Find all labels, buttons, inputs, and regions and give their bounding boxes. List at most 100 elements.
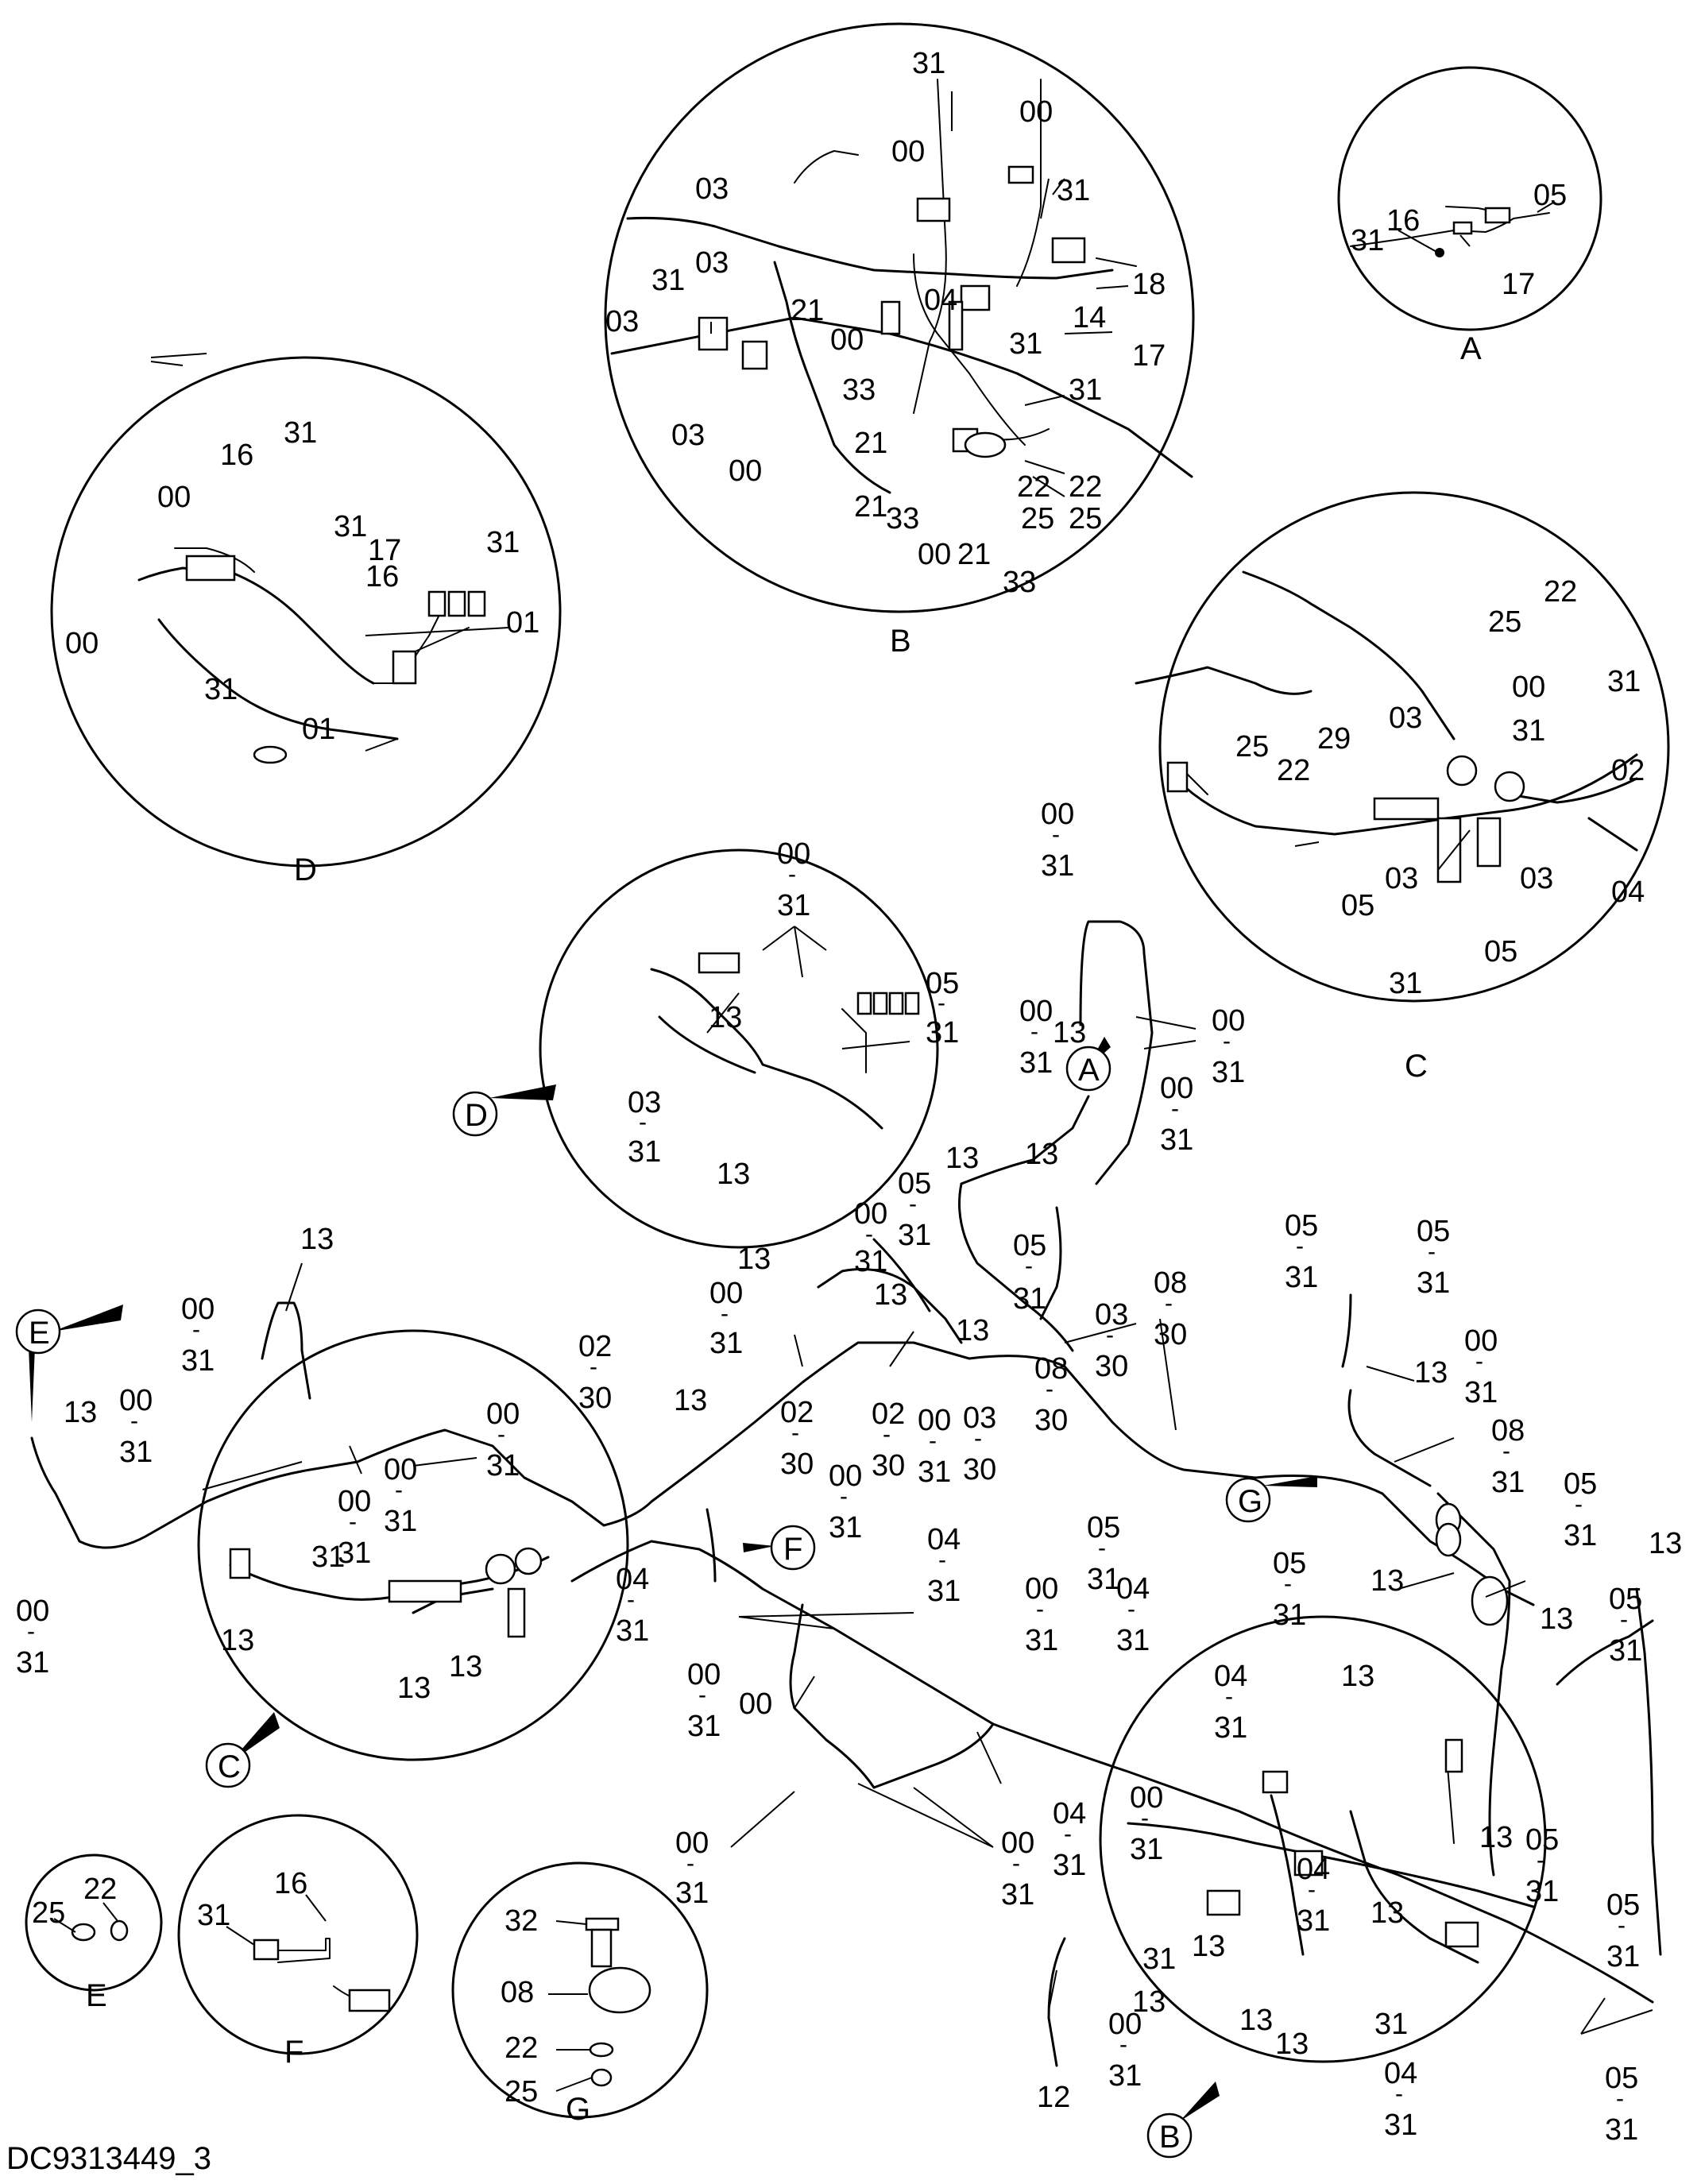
- svg-text:00: 00: [384, 1453, 417, 1486]
- svg-text:31: 31: [1057, 174, 1090, 207]
- svg-text:03: 03: [671, 419, 705, 452]
- svg-text:-: -: [130, 1408, 138, 1434]
- svg-text:-: -: [1141, 1805, 1149, 1831]
- svg-text:04: 04: [1116, 1572, 1150, 1606]
- svg-text:00: 00: [829, 1459, 862, 1493]
- svg-text:A: A: [1460, 331, 1482, 366]
- svg-text:03: 03: [628, 1086, 661, 1119]
- svg-text:04: 04: [924, 284, 957, 317]
- callout-marker-g: G: [1225, 1476, 1317, 1523]
- svg-text:-: -: [1064, 1821, 1072, 1847]
- svg-text:05: 05: [1564, 1467, 1597, 1501]
- svg-text:E: E: [29, 1316, 50, 1351]
- svg-text:-: -: [1223, 1028, 1231, 1054]
- svg-text:00: 00: [1041, 798, 1074, 831]
- detail-c-labels: 22 25 00 31 31 03 29 25 22 02 03 04 05 0…: [1235, 575, 1645, 1000]
- svg-text:G: G: [1238, 1484, 1262, 1519]
- svg-text:31: 31: [927, 1575, 961, 1608]
- svg-text:-: -: [1036, 1596, 1044, 1622]
- svg-text:02: 02: [578, 1330, 612, 1363]
- svg-text:00: 00: [1212, 1004, 1245, 1038]
- svg-text:-: -: [627, 1587, 635, 1613]
- detail-circle-main-d: [539, 848, 939, 1249]
- svg-text:-: -: [1575, 1491, 1583, 1517]
- svg-text:16: 16: [274, 1867, 307, 1900]
- svg-text:05: 05: [1013, 1229, 1046, 1262]
- svg-text:05: 05: [1609, 1583, 1642, 1616]
- svg-text:03: 03: [1389, 702, 1422, 735]
- svg-text:31: 31: [1285, 1261, 1318, 1294]
- svg-text:31: 31: [1512, 714, 1545, 748]
- svg-text:F: F: [284, 2035, 303, 2070]
- svg-text:04: 04: [1053, 1797, 1086, 1830]
- svg-text:-: -: [1025, 1253, 1033, 1279]
- svg-text:-: -: [1537, 1847, 1544, 1873]
- svg-text:-: -: [909, 1191, 917, 1217]
- svg-text:05: 05: [898, 1167, 931, 1200]
- svg-text:31: 31: [675, 1877, 709, 1910]
- svg-text:30: 30: [780, 1448, 814, 1481]
- svg-text:30: 30: [1034, 1404, 1068, 1437]
- svg-text:-: -: [1098, 1535, 1106, 1561]
- svg-text:31: 31: [926, 1016, 959, 1049]
- svg-text:04: 04: [1297, 1853, 1330, 1886]
- svg-text:31: 31: [1142, 1942, 1176, 1976]
- svg-text:08: 08: [1154, 1266, 1187, 1300]
- svg-text:-: -: [1395, 2081, 1403, 2107]
- svg-text:31: 31: [651, 264, 685, 297]
- svg-text:16: 16: [1386, 204, 1420, 238]
- svg-text:00: 00: [16, 1595, 49, 1628]
- svg-text:32: 32: [505, 1904, 538, 1938]
- svg-text:31: 31: [338, 1537, 371, 1570]
- svg-text:00: 00: [1512, 671, 1545, 704]
- svg-text:03: 03: [605, 305, 639, 338]
- svg-text:31: 31: [204, 673, 238, 706]
- svg-text:05: 05: [926, 967, 959, 1000]
- svg-text:31: 31: [1525, 1875, 1559, 1908]
- svg-text:-: -: [192, 1316, 200, 1343]
- svg-text:04: 04: [1611, 876, 1645, 909]
- svg-text:31: 31: [1417, 1266, 1450, 1300]
- svg-text:-: -: [1012, 1850, 1020, 1877]
- svg-text:21: 21: [791, 294, 824, 327]
- svg-text:C: C: [1405, 1049, 1428, 1084]
- svg-text:05: 05: [1533, 179, 1567, 212]
- svg-text:-: -: [1620, 1606, 1628, 1633]
- svg-text:30: 30: [1095, 1350, 1128, 1383]
- svg-text:04: 04: [1214, 1660, 1247, 1693]
- svg-text:00: 00: [1001, 1826, 1034, 1860]
- svg-text:31: 31: [1041, 849, 1074, 883]
- svg-text:31: 31: [1491, 1466, 1525, 1499]
- svg-text:05: 05: [1087, 1511, 1120, 1544]
- svg-text:31: 31: [777, 889, 810, 922]
- svg-text:29: 29: [1317, 722, 1351, 756]
- svg-text:04: 04: [927, 1523, 961, 1556]
- svg-text:31: 31: [1297, 1904, 1330, 1938]
- svg-text:31: 31: [687, 1710, 721, 1743]
- svg-text:03: 03: [963, 1401, 996, 1435]
- svg-text:33: 33: [842, 373, 876, 407]
- callout-marker-a: A: [1065, 1037, 1111, 1092]
- svg-text:-: -: [974, 1425, 982, 1451]
- svg-text:22: 22: [83, 1873, 117, 1906]
- svg-text:13: 13: [1192, 1930, 1225, 1963]
- svg-text:30: 30: [1154, 1318, 1187, 1351]
- svg-text:08: 08: [1034, 1352, 1068, 1386]
- svg-text:G: G: [566, 2092, 590, 2127]
- svg-text:31: 31: [1564, 1519, 1597, 1552]
- callout-marker-c: C: [205, 1712, 280, 1788]
- svg-text:31: 31: [1087, 1563, 1120, 1596]
- svg-text:00: 00: [675, 1826, 709, 1860]
- svg-text:16: 16: [365, 560, 399, 593]
- svg-text:01: 01: [506, 606, 539, 640]
- svg-text:31: 31: [616, 1614, 649, 1648]
- svg-text:21: 21: [957, 538, 991, 571]
- svg-text:13: 13: [64, 1396, 97, 1429]
- svg-text:00: 00: [1464, 1324, 1498, 1358]
- svg-text:31: 31: [1160, 1123, 1193, 1157]
- svg-text:33: 33: [1003, 566, 1036, 599]
- svg-text:-: -: [1225, 1683, 1233, 1710]
- svg-text:13: 13: [300, 1223, 334, 1256]
- svg-text:00: 00: [777, 837, 810, 871]
